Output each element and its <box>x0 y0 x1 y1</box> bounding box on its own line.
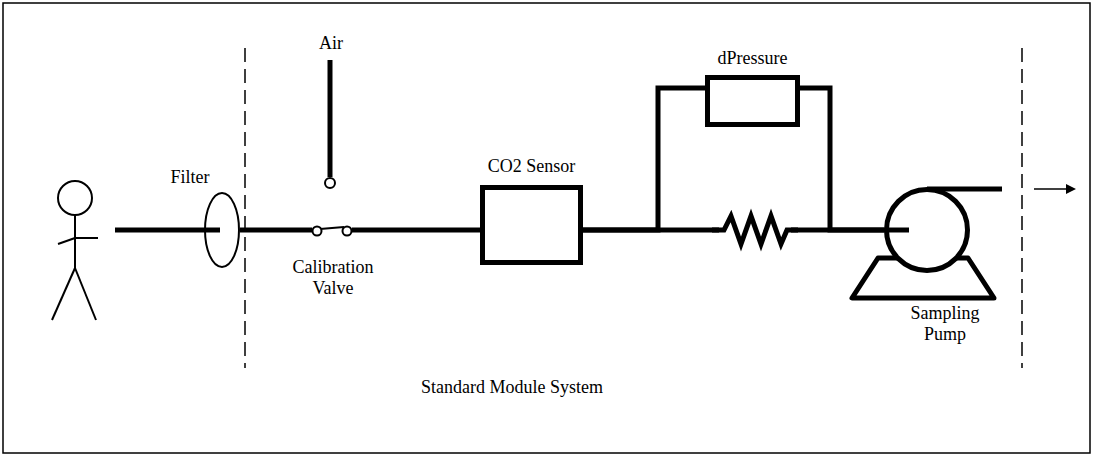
exhaust-arrowhead <box>1066 184 1076 194</box>
label-holder: Standard Module System <box>362 377 662 398</box>
resistor-symbol <box>712 216 798 244</box>
filter-ellipse <box>204 192 240 268</box>
node-label: Filter <box>150 167 230 188</box>
exhaust-arrow <box>1034 188 1070 190</box>
node-label: Calibration Valve <box>285 257 381 298</box>
module-boundary <box>245 48 1022 368</box>
node-label: dPressure <box>683 48 823 69</box>
pressure-box <box>705 75 800 127</box>
label-holder: Air <box>301 33 361 54</box>
frame <box>3 3 1090 453</box>
filter-outline <box>205 193 239 267</box>
diagram-node: Sampling Pump <box>884 187 970 273</box>
label-holder: Calibration Valve <box>285 257 381 298</box>
valve-terminal <box>343 227 352 236</box>
flow-line <box>352 228 480 233</box>
valve-terminal <box>313 227 322 236</box>
diagram-node: Calibration Valve <box>312 221 352 241</box>
filter-ellipse-outline <box>204 192 240 268</box>
system-caption: Standard Module System <box>362 377 662 398</box>
pump-circle-outline <box>884 187 970 273</box>
diagram-node: CO2 Sensor <box>480 185 583 265</box>
valve-lever <box>320 227 344 229</box>
valve-switch <box>312 221 352 241</box>
flow-line <box>240 228 312 233</box>
label-holder: dPressure <box>683 48 823 69</box>
label-holder: Filter <box>150 167 230 188</box>
sensor-box <box>480 185 583 265</box>
label-holder: Sampling Pump <box>903 303 987 344</box>
label-holder: CO2 Sensor <box>462 156 602 177</box>
flow-line <box>583 88 705 230</box>
valve-switch-outline <box>312 221 352 241</box>
pump-inlet <box>884 228 909 233</box>
air-port <box>325 178 335 188</box>
diagram-node: Filter <box>204 192 240 268</box>
flow-line <box>800 88 884 230</box>
node-label: Sampling Pump <box>903 303 987 344</box>
pump-circle <box>884 187 970 273</box>
person-figure <box>52 181 98 320</box>
node-label: CO2 Sensor <box>462 156 602 177</box>
air-inlet <box>328 60 333 177</box>
diagram-node: dPressure <box>705 75 800 127</box>
inlet-label: Air <box>301 33 361 54</box>
